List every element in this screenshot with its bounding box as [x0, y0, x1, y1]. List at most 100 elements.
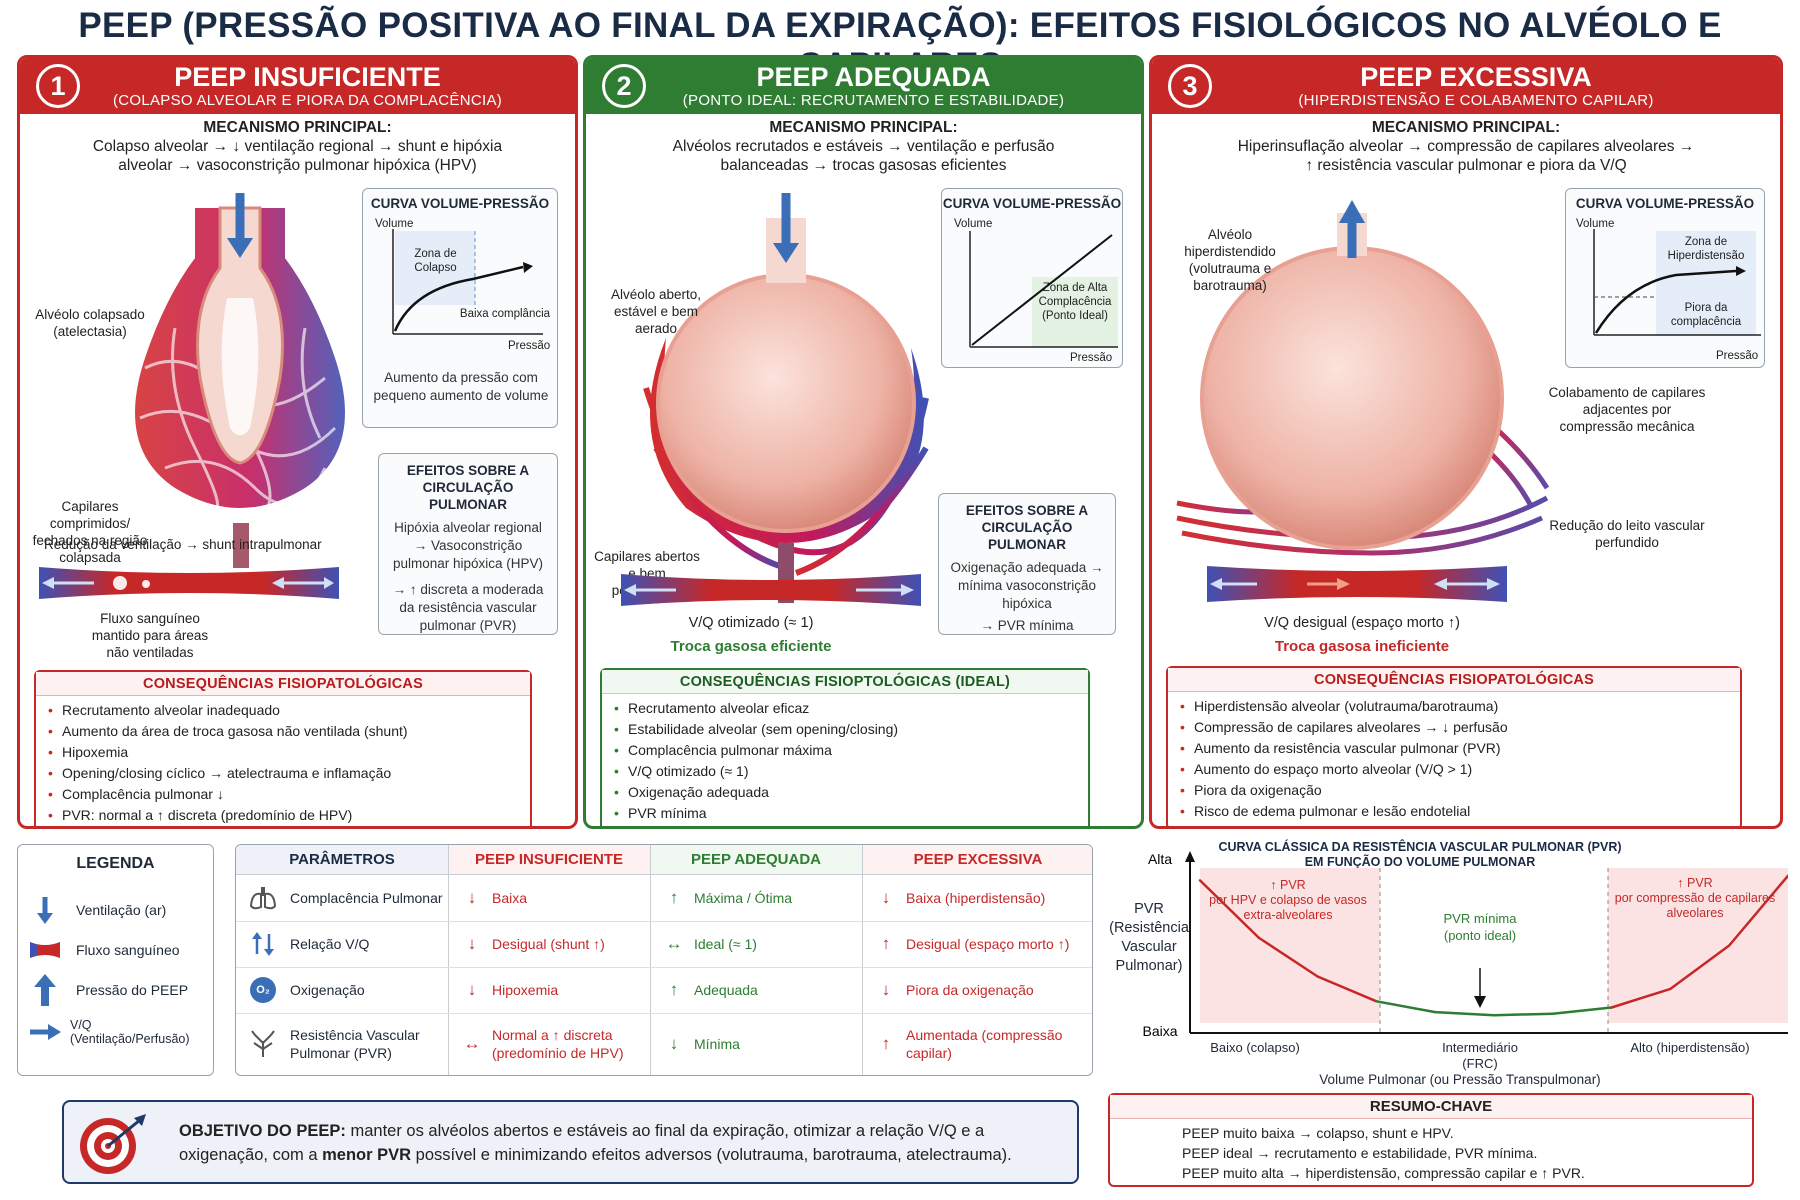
- parameters-table: PARÂMETROS PEEP INSUFICIENTE PEEP ADEQUA…: [235, 844, 1093, 1076]
- oxygen-symbol: O₂: [250, 977, 276, 1003]
- trend-symbol: ↔: [665, 934, 683, 953]
- x-axis-label: Volume Pulmonar (ou Pressão Transpulmona…: [1319, 1072, 1601, 1087]
- arrow-right-icon: [28, 1017, 62, 1047]
- effects-text-2: → ↑ discreta a moderada da resistência v…: [392, 582, 544, 633]
- trend-symbol: ↓: [467, 980, 477, 999]
- label-capillary: Capilares comprimidos/ fechados na regiã…: [32, 499, 148, 565]
- volume-pressure-curve: [1593, 229, 1761, 336]
- chart-title: CURVA CLÁSSICA DA RESISTÊNCIA VASCULAR P…: [1218, 840, 1622, 869]
- panel-number: 2: [602, 64, 646, 108]
- objective-body: manter os alvéolos abertos e estáveis ao…: [179, 1122, 985, 1164]
- trend-symbol: ↑: [881, 1034, 891, 1053]
- pvr-curve-segment: [1433, 1010, 1496, 1017]
- list-item: Estabilidade alveolar (sem opening/closi…: [612, 719, 1088, 740]
- effects-title: EFEITOS SOBRE A CIRCULAÇÃO PULMONAR: [406, 463, 530, 512]
- curve-title: CURVA VOLUME-PRESSÃO: [942, 196, 1122, 211]
- cell-text: Adequada: [694, 982, 758, 998]
- consequences-box: CONSEQUÊNCIAS FISIOPTOLÓGICAS (IDEAL) Re…: [600, 668, 1090, 826]
- list-item: Aumento da área de troca gasosa não vent…: [46, 721, 530, 742]
- annotation-text: ↑ PVR: [1677, 876, 1713, 890]
- cell-insufficient: ↓Desigual (shunt ↑): [458, 921, 650, 967]
- curve-box: CURVA VOLUME-PRESSÃO Volume Zona de Hipe…: [1565, 188, 1765, 368]
- curve-note: Piora da complacência: [1670, 302, 1742, 328]
- cell-excessive: ↑ Desigual (espaço morto ↑): [872, 921, 1092, 967]
- panel-adequate: 2 PEEP ADEQUADA (PONTO IDEAL: RECRUTAMEN…: [583, 55, 1144, 829]
- consequences-title: CONSEQUÊNCIAS FISIOPTOLÓGICAS (IDEAL): [602, 670, 1088, 694]
- legend: LEGENDA Ventilação (ar) Fluxo sanguíneo …: [17, 844, 214, 1076]
- cell-adequate: ↑Máxima / Ótima: [660, 875, 862, 921]
- curve-box: CURVA VOLUME-PRESSÃO Volume Zona de Cola…: [362, 188, 558, 428]
- panel-subtitle: (HIPERDISTENSÃO E COLABAMENTO CAPILAR): [1298, 91, 1654, 109]
- label-alveolus: Alvéolo colapsado (atelectasia): [35, 307, 145, 339]
- y-tick-high: Alta: [1148, 851, 1172, 867]
- pvr-curve-segment: [1316, 975, 1378, 1003]
- consequences-title: CONSEQUÊNCIAS FISIOPATOLÓGICAS: [1168, 668, 1740, 692]
- panel-header: 1 PEEP INSUFICIENTE (COLAPSO ALVEOLAR E …: [20, 58, 575, 114]
- trend-symbol: ↑: [881, 934, 891, 953]
- y-tick-low: Baixa: [1142, 1023, 1177, 1039]
- label-alveolus: Alvéolo hiperdistendido (volutrauma e ba…: [1184, 227, 1276, 293]
- open-alveolus-illustration: [643, 193, 929, 603]
- curve-note: Baixa complância: [459, 308, 551, 320]
- cell-text: Máxima / Ótima: [694, 890, 793, 906]
- trend-symbol: ↓: [881, 980, 891, 999]
- panel-title: PEEP INSUFICIENTE: [174, 61, 441, 92]
- vq-icon: [246, 930, 280, 958]
- effects-text: Hipóxia alveolar regional → Vasoconstriç…: [392, 520, 544, 571]
- pvr-curve-segment: [1551, 1006, 1613, 1015]
- pvr-curve-segment: [1257, 936, 1319, 978]
- summary-title: RESUMO-CHAVE: [1110, 1095, 1752, 1119]
- curve-zone: Zona de Alta Complacência (Ponto Ideal): [1038, 282, 1112, 322]
- list-item: Recrutamento alveolar eficaz: [612, 698, 1088, 719]
- mechanism-heading: MECANISMO PRINCIPAL:: [769, 119, 958, 136]
- axis-y: Volume: [375, 218, 414, 230]
- mechanism: MECANISMO PRINCIPAL: Alvéolos recrutados…: [586, 118, 1141, 175]
- cell-text: Desigual (shunt ↑): [492, 936, 605, 952]
- pvr-curve-segment: [1492, 1012, 1555, 1017]
- list-item: V/Q otimizado (≈ 1): [612, 761, 1088, 782]
- label-alveolus: Alvéolo aberto, estável e bem aerado: [610, 287, 702, 336]
- pvr-curve-segment: [1610, 987, 1672, 1009]
- trend-symbol: ↑: [669, 980, 679, 999]
- volume-pressure-curve: [392, 229, 543, 335]
- mechanism-text: Hiperinsuflação alveolar → compressão de…: [1237, 138, 1695, 174]
- curve-title: CURVA VOLUME-PRESSÃO: [1575, 196, 1755, 211]
- y-axis-label: PVR (Resistência Vascular Pulmonar): [1109, 901, 1189, 974]
- cell-text: Baixa: [492, 890, 528, 906]
- objective-bold: menor PVR: [322, 1146, 412, 1164]
- param-label: Complacência Pulmonar: [290, 890, 443, 906]
- annotation-text: ↑ PVR: [1270, 878, 1306, 892]
- table-header: PARÂMETROS: [236, 845, 448, 875]
- table-row-param: Relação V/Q: [246, 921, 446, 967]
- table-row-param: Resistência Vascular Pulmonar (PVR): [246, 1013, 446, 1075]
- pvr-curve-segment: [1727, 874, 1788, 947]
- summary-line: PEEP muito alta → hiperdistensão, compre…: [1182, 1165, 1585, 1181]
- list-item: Opening/closing cíclico → atelectrauma e…: [46, 763, 530, 784]
- list-item: Complacência pulmonar máxima: [612, 740, 1088, 761]
- x-tick: Baixo (colapso): [1210, 1040, 1300, 1055]
- param-label: Oxigenação: [290, 982, 365, 998]
- objective-body-2: possível e minimizando efeitos adversos …: [415, 1146, 1012, 1164]
- list-item: Risco de edema pulmonar e lesão endoteli…: [1178, 801, 1740, 822]
- legend-item: Fluxo sanguíneo: [28, 935, 180, 965]
- list-item: PVR: normal a ↑ discreta (predomínio de …: [46, 805, 530, 826]
- table-row-param: O₂ Oxigenação: [246, 967, 446, 1013]
- effects-title: EFEITOS SOBRE A CIRCULAÇÃO PULMONAR: [965, 503, 1089, 552]
- pvr-curve-segment: [1198, 879, 1261, 939]
- mechanism-heading: MECANISMO PRINCIPAL:: [1371, 119, 1561, 136]
- arrow-down-icon: [28, 895, 62, 925]
- legend-item: Pressão do PEEP: [28, 974, 189, 1006]
- legend-label: Ventilação (ar): [76, 902, 167, 918]
- trend-symbol: ↓: [881, 888, 891, 907]
- consequences-box: CONSEQUÊNCIAS FISIOPATOLÓGICAS Hiperdist…: [1166, 666, 1742, 826]
- panel-insufficient: 1 PEEP INSUFICIENTE (COLAPSO ALVEOLAR E …: [17, 55, 578, 829]
- curve-zone: Zona de Colapso: [414, 248, 457, 274]
- cell-adequate: ↓Mínima: [660, 1013, 862, 1075]
- legend-label: Pressão do PEEP: [76, 982, 189, 998]
- legend-title: LEGENDA: [76, 855, 155, 872]
- annotation-sub: por compressão de capilares alveolares: [1614, 891, 1776, 920]
- cell-text: Desigual (espaço morto ↑): [906, 936, 1070, 952]
- annotation-center: PVR mínima (ponto ideal): [1400, 910, 1560, 944]
- effects-box: EFEITOS SOBRE A CIRCULAÇÃO PULMONAR Hipó…: [378, 453, 558, 635]
- cell-text: Hipoxemia: [492, 982, 559, 998]
